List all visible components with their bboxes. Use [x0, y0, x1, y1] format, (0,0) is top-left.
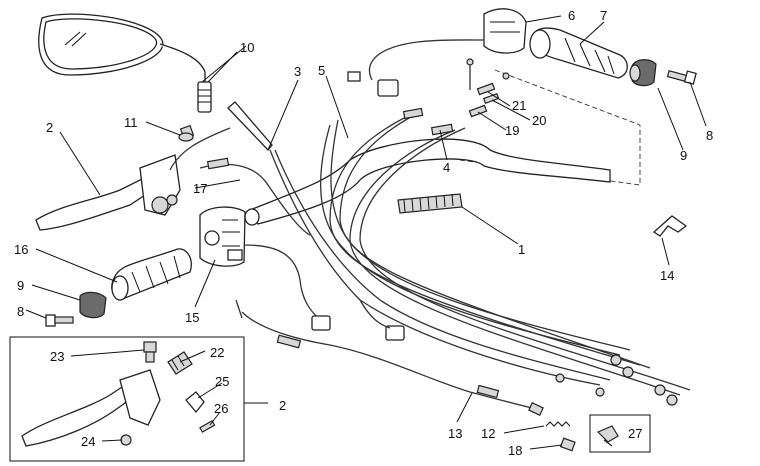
part-27-box [589, 414, 651, 453]
right-switch-housing [347, 8, 527, 97]
callout-23: 23 [50, 349, 64, 364]
callout-11: 11 [124, 115, 138, 130]
cables [199, 107, 691, 411]
callout-21: 21 [512, 98, 526, 113]
callout-4: 4 [443, 160, 450, 175]
callout-6: 6 [568, 8, 575, 23]
mirror-bracket [227, 101, 273, 151]
callout-17: 17 [193, 181, 207, 196]
leader-lines [25, 15, 707, 450]
callout-15: 15 [185, 310, 199, 325]
callout-8a: 8 [706, 128, 713, 143]
bar-end-weight-right [629, 59, 657, 87]
bar-end-weight-left [79, 291, 107, 319]
callout-2b: 2 [279, 398, 286, 413]
callout-24: 24 [81, 434, 95, 449]
bar-end-screw-left [45, 314, 74, 327]
callout-9b: 9 [17, 278, 24, 293]
lever-detail-inset [9, 336, 245, 462]
bar-end-screw-right [666, 70, 697, 85]
callout-22: 22 [210, 345, 224, 360]
callout-19: 19 [505, 123, 519, 138]
callout-9a: 9 [680, 148, 687, 163]
left-grip [111, 248, 192, 301]
cable-spring [528, 402, 571, 427]
left-switch-housing [199, 206, 331, 331]
rear-view-mirror [38, 13, 212, 113]
callout-labels: 1 2 2 3 4 5 6 7 8 8 9 9 10 11 12 13 14 1… [14, 8, 713, 458]
callout-7: 7 [600, 8, 607, 23]
callout-3: 3 [294, 64, 301, 79]
callout-10: 10 [240, 40, 254, 55]
handlebar [244, 138, 611, 226]
callout-18: 18 [508, 443, 522, 458]
callout-25: 25 [215, 374, 229, 389]
callout-5: 5 [318, 63, 325, 78]
callout-14: 14 [660, 268, 674, 283]
cable-end-cap [559, 437, 576, 452]
callout-20: 20 [532, 113, 546, 128]
throttle-grip [529, 27, 628, 79]
callout-13: 13 [448, 426, 462, 441]
adjuster-fittings [466, 58, 510, 118]
callout-2a: 2 [46, 120, 53, 135]
callout-27: 27 [628, 426, 642, 441]
cable-clip [652, 215, 688, 237]
callout-12: 12 [481, 426, 495, 441]
washer-11 [178, 132, 194, 142]
callout-8b: 8 [17, 304, 24, 319]
cable-ends [555, 354, 678, 406]
callout-26: 26 [214, 401, 228, 416]
callout-1: 1 [518, 242, 525, 257]
callout-16: 16 [14, 242, 28, 257]
